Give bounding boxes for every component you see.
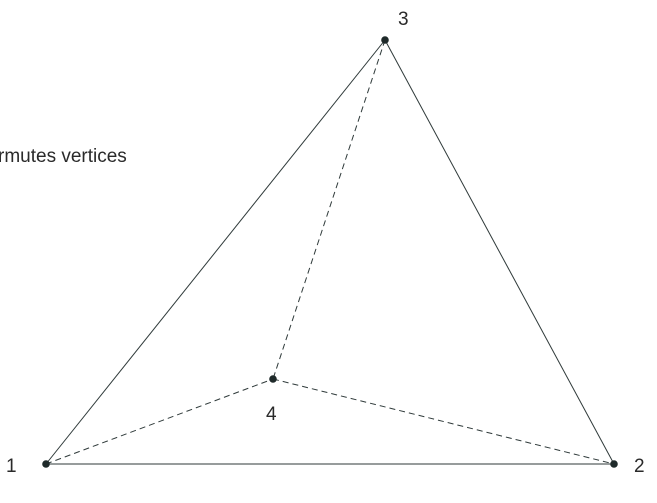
vertex-3 — [381, 36, 389, 44]
vertex-label-4: 4 — [266, 404, 277, 425]
edge-1-4 — [45, 378, 274, 465]
vertex-label-1: 1 — [6, 456, 17, 477]
caption-text: rmutes vertices — [0, 146, 127, 167]
edge-1-3 — [45, 39, 386, 465]
edge-4-2 — [272, 378, 615, 465]
edge-3-4 — [272, 39, 386, 380]
vertex-label-3: 3 — [398, 9, 409, 30]
vertex-4 — [269, 375, 277, 383]
vertex-label-2: 2 — [634, 456, 645, 477]
edge-3-2 — [384, 39, 615, 465]
vertex-1 — [42, 460, 50, 468]
vertex-2 — [610, 460, 618, 468]
